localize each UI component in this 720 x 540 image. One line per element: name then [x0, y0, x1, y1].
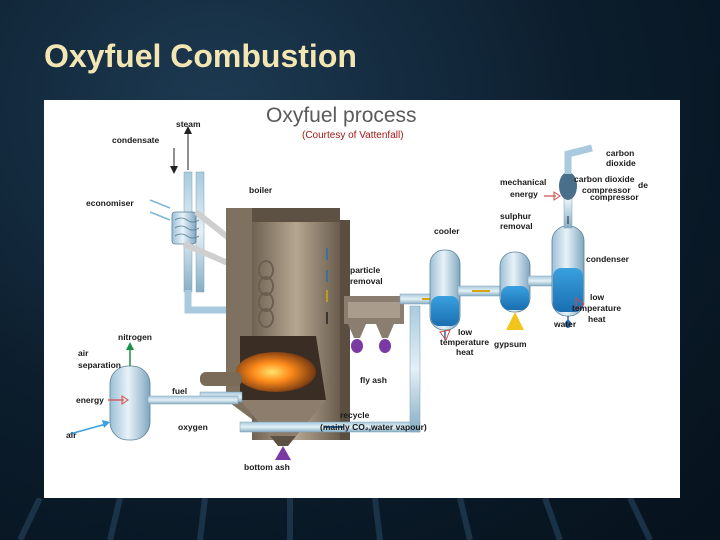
label-low-2: low — [458, 327, 473, 337]
label-temperature-2: temperature — [440, 337, 489, 347]
label-compressor-shadow: compressor — [590, 192, 639, 202]
label-cooler: cooler — [434, 226, 460, 236]
particle-removal-unit — [344, 296, 404, 353]
label-air-1: air — [78, 348, 89, 358]
label-economiser: economiser — [86, 198, 134, 208]
label-bottom-ash: bottom ash — [244, 462, 290, 472]
sulphur-removal-vessel — [499, 251, 531, 330]
steam-condensate-arrows — [170, 126, 192, 174]
label-water: water — [553, 319, 577, 329]
background-decoration — [17, 498, 653, 540]
air-separation-unit — [69, 342, 239, 441]
label-nitrogen: nitrogen — [118, 332, 152, 342]
label-dioxide: dioxide — [606, 158, 636, 168]
label-fly-ash: fly ash — [360, 375, 387, 385]
label-condenser: condenser — [586, 254, 630, 264]
label-carbon: carbon — [606, 148, 634, 158]
label-low-1: low — [590, 292, 605, 302]
label-separation: separation — [78, 360, 121, 370]
slide-title: Oxyfuel Combustion — [44, 38, 357, 74]
process-diagram: Oxyfuel process (Courtesy of Vattenfall) — [44, 100, 680, 498]
figure-title: Oxyfuel process — [266, 104, 417, 127]
label-particle: particle — [350, 265, 381, 275]
label-de: de — [638, 180, 648, 190]
boiler — [226, 208, 350, 446]
label-heat-2: heat — [456, 347, 474, 357]
label-carbon-dioxide: carbon dioxide — [574, 174, 635, 184]
low-temp-heat-arrows — [439, 297, 585, 342]
co2-compressor — [559, 144, 593, 229]
figure-subtitle: (Courtesy of Vattenfall) — [302, 130, 404, 141]
label-gypsum: gypsum — [494, 339, 527, 349]
label-removal-top: removal — [500, 221, 533, 231]
mechanical-energy-arrow — [544, 191, 561, 201]
bottom-ash-drop — [275, 446, 291, 460]
diagram-labels: steam condensate economiser boiler mecha… — [66, 119, 648, 472]
label-air: air — [66, 430, 77, 440]
label-steam: steam — [176, 119, 201, 129]
label-sulphur: sulphur — [500, 211, 532, 221]
label-energy-left: energy — [76, 395, 104, 405]
sulphur-to-condenser-pipe — [527, 275, 555, 287]
label-temperature-1: temperature — [572, 303, 621, 313]
label-fuel: fuel — [172, 386, 187, 396]
label-mechanical: mechanical — [500, 177, 546, 187]
label-compressor: compressor — [582, 185, 631, 195]
label-oxygen: oxygen — [178, 422, 208, 432]
label-recycle-note: (mainly CO₂,water vapour) — [320, 422, 427, 432]
cooler-vessel — [429, 249, 461, 340]
label-energy-top: energy — [510, 189, 538, 199]
recycle-pipe — [239, 305, 421, 433]
process-diagram-svg: Oxyfuel process (Courtesy of Vattenfall) — [66, 104, 648, 472]
cooler-to-sulphur-pipe — [457, 285, 503, 297]
label-recycle: recycle — [340, 410, 370, 420]
label-boiler: boiler — [249, 185, 273, 195]
label-removal-mid: removal — [350, 276, 383, 286]
label-heat-1: heat — [588, 314, 606, 324]
label-condensate: condensate — [112, 135, 160, 145]
